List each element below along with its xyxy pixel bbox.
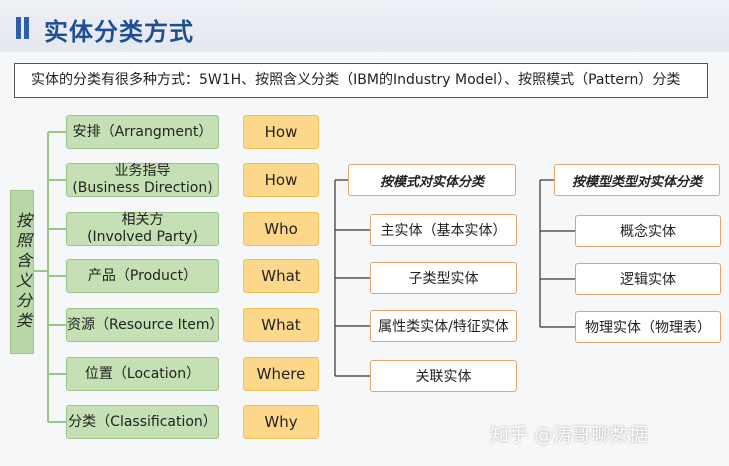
pattern-item: 子类型实体 xyxy=(370,262,517,294)
pattern-header: 按模式对实体分类 xyxy=(348,164,516,196)
category-box: 安排（Arrangment） xyxy=(66,115,219,149)
intro-box: 实体的分类有很多种方式：5W1H、按照含义分类（IBM的Industry Mod… xyxy=(14,63,708,98)
wh-box: What xyxy=(243,259,319,293)
category-label: 位置（Location） xyxy=(84,365,201,382)
side-label-text: 按照含义分类 xyxy=(13,212,32,332)
category-label: 相关方 (Involved Party) xyxy=(87,212,198,245)
wh-box: Who xyxy=(243,212,319,246)
wh-box: How xyxy=(243,115,319,149)
category-box: 相关方 (Involved Party) xyxy=(66,212,219,246)
model-type-header: 按模型类型对实体分类 xyxy=(554,164,720,196)
wh-box: Where xyxy=(243,357,319,391)
wh-box: Why xyxy=(243,405,319,439)
category-label: 业务指导 (Business Direction) xyxy=(72,163,213,196)
pattern-item: 主实体（基本实体） xyxy=(370,214,517,246)
category-box: 资源（Resource Item） xyxy=(66,308,224,342)
category-label: 资源（Resource Item） xyxy=(67,316,224,333)
category-box: 业务指导 (Business Direction) xyxy=(66,163,219,197)
title-accent-bar xyxy=(24,17,29,39)
model-type-item: 物理实体（物理表） xyxy=(575,311,721,343)
category-label: 产品（Product） xyxy=(87,267,198,284)
category-label: 安排（Arrangment） xyxy=(72,123,213,140)
model-type-item: 逻辑实体 xyxy=(575,263,721,295)
wh-box: How xyxy=(243,163,319,197)
model-type-item: 概念实体 xyxy=(575,215,721,247)
side-label: 按照含义分类 xyxy=(10,190,34,354)
pattern-item: 关联实体 xyxy=(370,360,517,392)
page-title: 实体分类方式 xyxy=(44,18,194,46)
header-band xyxy=(0,0,729,52)
pattern-item: 属性类实体/特征实体 xyxy=(370,310,517,342)
watermark: 知乎 @涛哥聊数据 xyxy=(490,424,649,446)
category-box: 位置（Location） xyxy=(66,357,219,391)
category-label: 分类（Classification） xyxy=(68,413,217,430)
category-box: 产品（Product） xyxy=(66,259,219,293)
category-box: 分类（Classification） xyxy=(66,405,219,439)
wh-box: What xyxy=(243,308,319,342)
title-accent-bar xyxy=(16,17,21,39)
